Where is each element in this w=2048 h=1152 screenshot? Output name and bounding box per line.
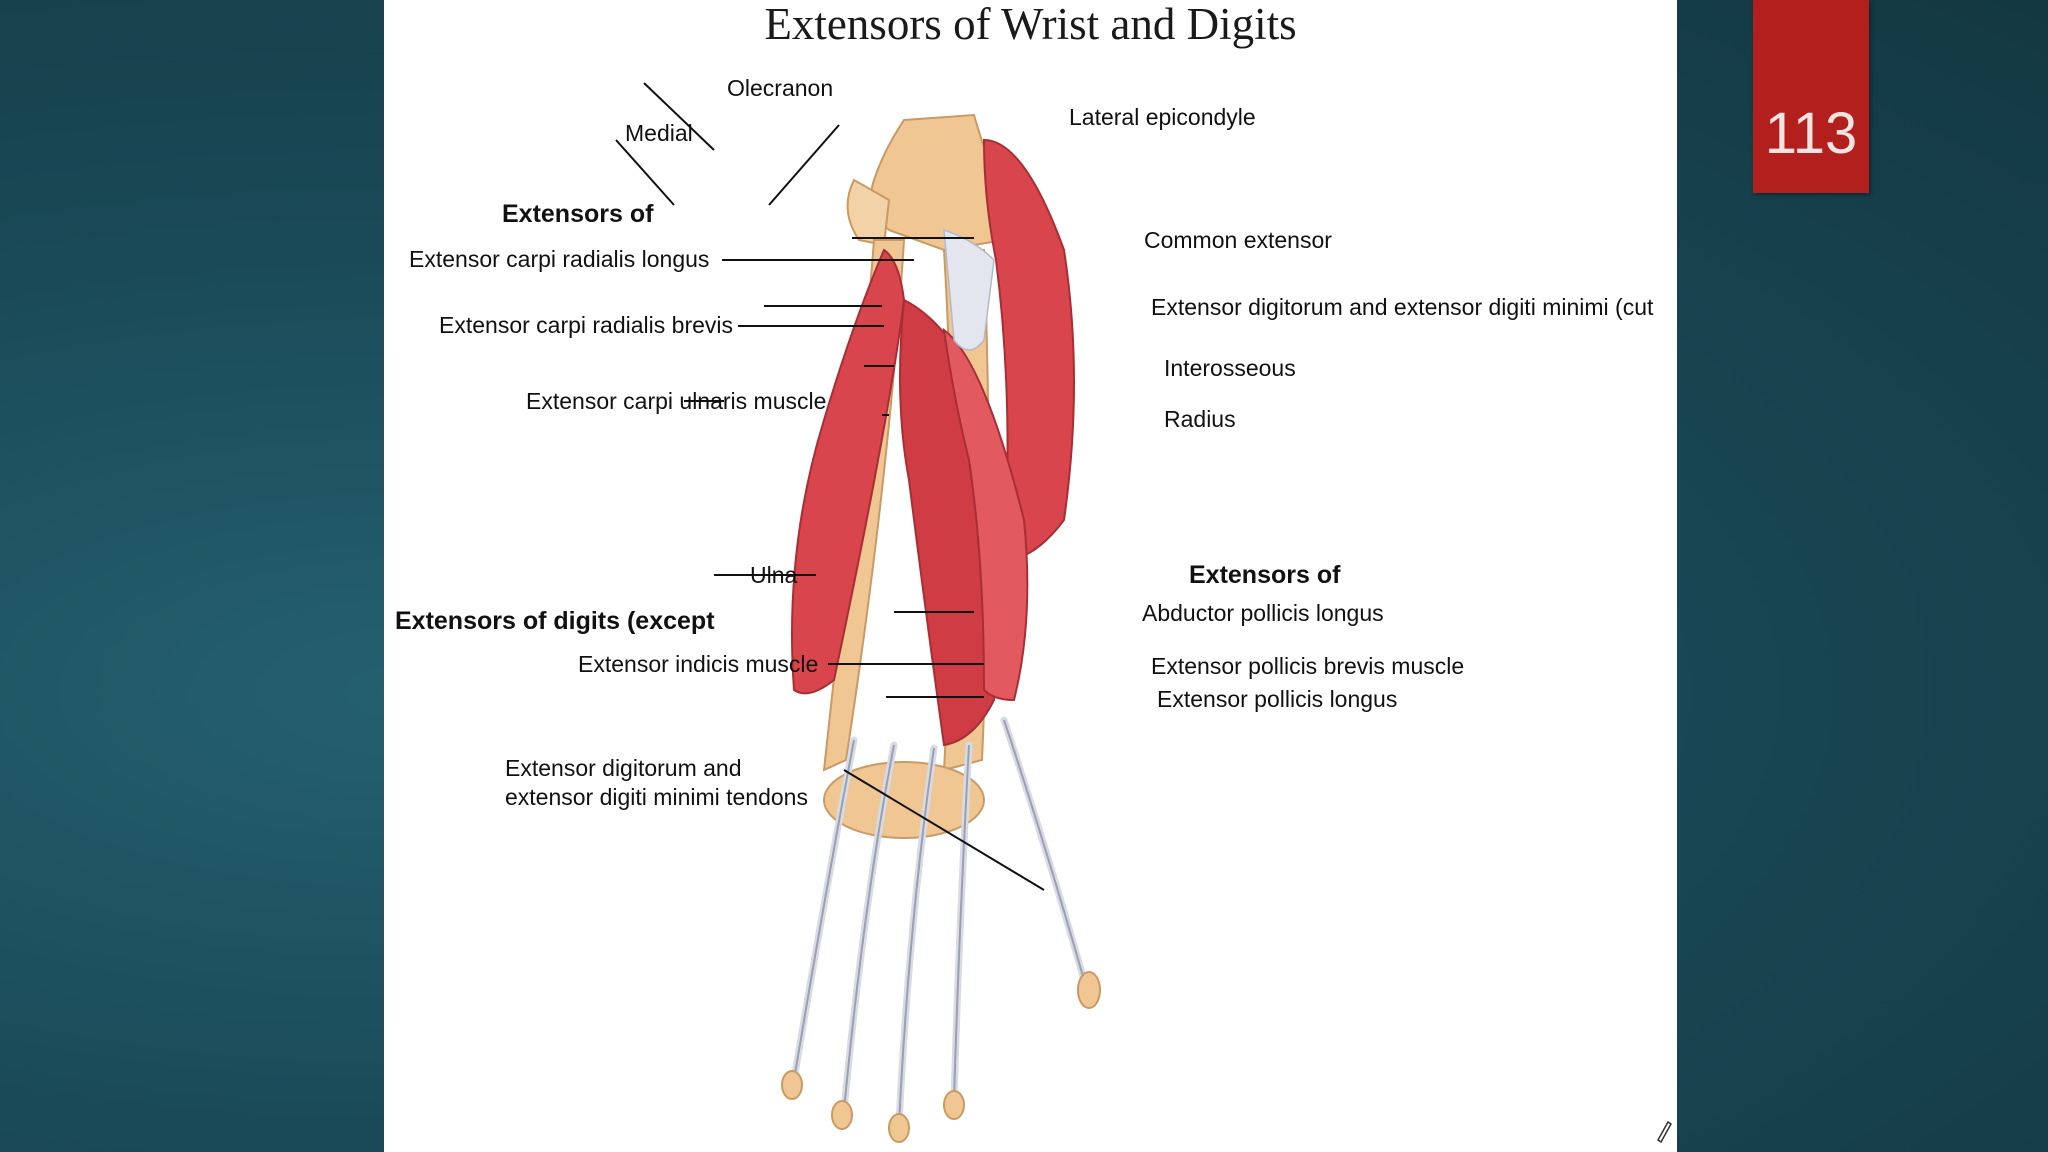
header-extensors-of-left: Extensors of (502, 200, 654, 228)
fingertip (888, 1113, 910, 1143)
abductor-pollicis-muscle (942, 327, 1029, 702)
label-abductor-pollicis-longus: Abductor pollicis longus (1142, 600, 1384, 626)
leader-line (643, 82, 715, 151)
extensor-carpi-ulnaris-muscle (791, 248, 906, 695)
header-extensors-of-right: Extensors of (1189, 561, 1341, 589)
thumb-tip (1077, 971, 1101, 1009)
label-ecr-longus: Extensor carpi radialis longus (409, 246, 710, 272)
tendon-outline (1003, 719, 1085, 981)
slide-number: 113 (1764, 101, 1858, 166)
label-epl: Extensor pollicis longus (1157, 686, 1398, 712)
label-olecranon: Olecranon (727, 75, 834, 101)
leader-lines (615, 82, 1045, 891)
label-extensor-indicis: Extensor indicis muscle (578, 651, 819, 677)
fingertip (943, 1090, 965, 1120)
phalanges (781, 971, 1101, 1143)
label-ed-tendons-line1: Extensor digitorum and (505, 755, 742, 781)
tendon-outline (793, 739, 855, 1081)
label-medial: Medial (625, 120, 693, 146)
label-radius: Radius (1164, 406, 1236, 432)
header-extensors-of-digits: Extensors of digits (except (395, 607, 715, 635)
tendon-outlines (793, 719, 1085, 1126)
label-ext-digitorum-cut: Extensor digitorum and extensor digiti m… (1151, 294, 1654, 320)
label-ecr-brevis: Extensor carpi radialis brevis (439, 312, 734, 338)
slide-panel: Extensors of Wrist and Digits (384, 0, 1677, 1152)
leader-line (615, 139, 675, 206)
slide-title: Extensors of Wrist and Digits (764, 0, 1297, 49)
label-ulna: Ulna (750, 562, 798, 588)
label-lateral-epicondyle: Lateral epicondyle (1069, 104, 1256, 130)
forearm-illustration (615, 82, 1101, 1143)
fingertip (781, 1070, 803, 1100)
tendon-outline (843, 744, 895, 1111)
label-ed-tendons-line2: extensor digiti minimi tendons (505, 784, 808, 810)
humerus-bone (870, 113, 1006, 252)
leader-line (768, 124, 840, 206)
leader-line (843, 769, 1045, 891)
pen-icon (1657, 1120, 1672, 1144)
label-interosseous: Interosseous (1164, 355, 1296, 381)
label-ecu: Extensor carpi ulnaris muscle (526, 388, 827, 414)
tendon-outline (898, 747, 935, 1126)
label-epb: Extensor pollicis brevis muscle (1151, 653, 1465, 679)
slide-number-badge: 113 (1753, 0, 1869, 193)
fingertip (831, 1100, 853, 1130)
extensor-carpi-radialis-muscle (982, 138, 1075, 562)
label-common-extensor: Common extensor (1144, 227, 1332, 253)
tendon-outline (953, 744, 970, 1101)
